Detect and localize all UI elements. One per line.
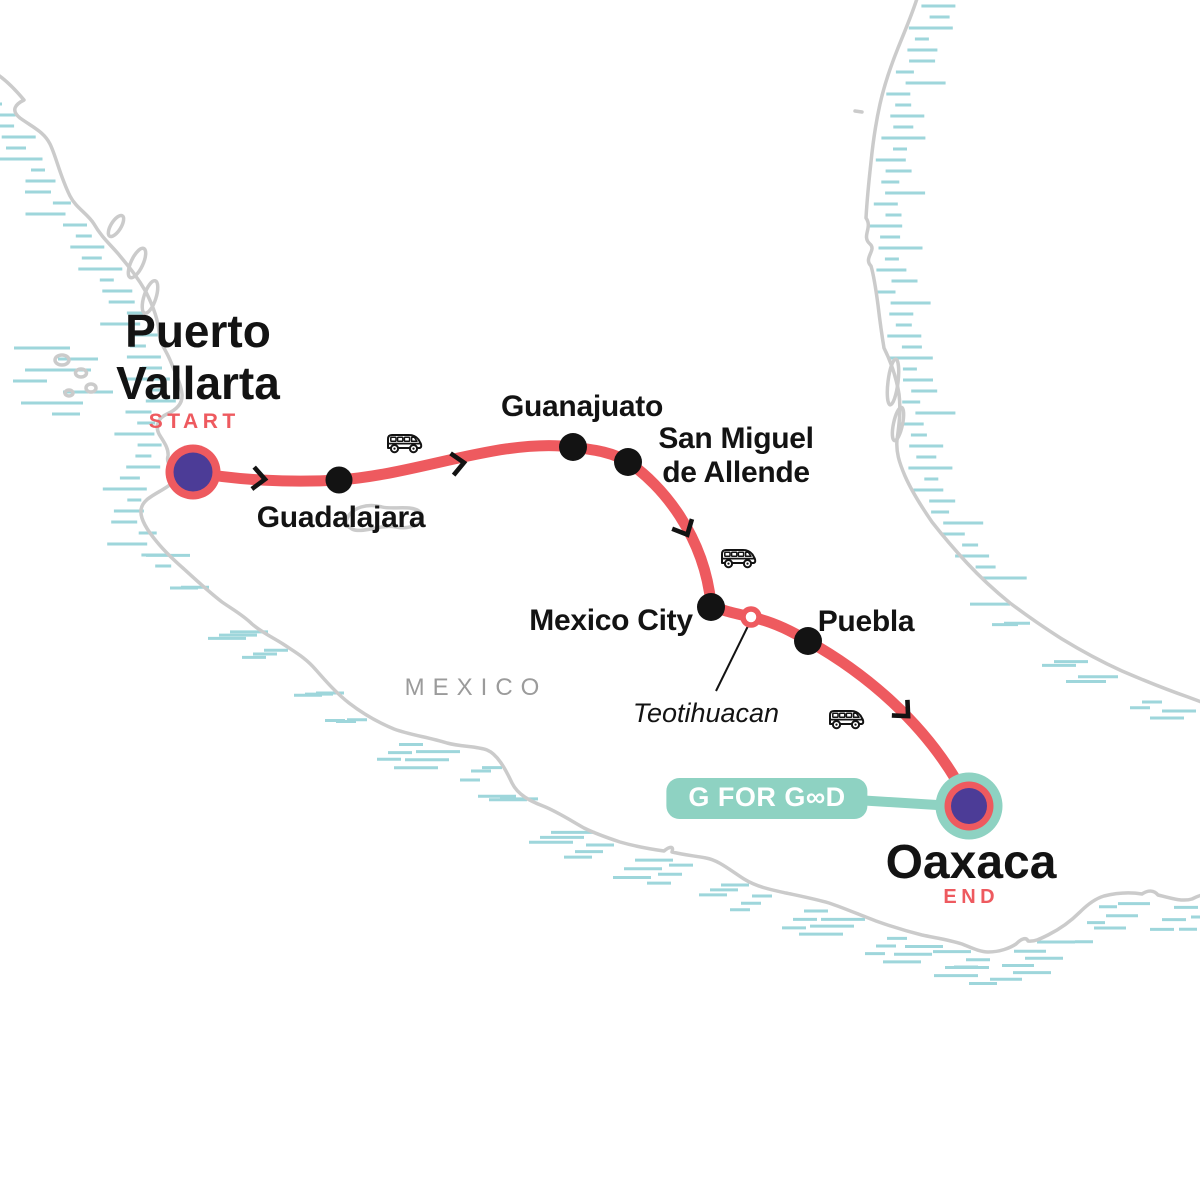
teotihuacan-callout-line bbox=[715, 625, 749, 692]
g-for-good-badge: G FOR G∞D bbox=[666, 778, 868, 819]
gulf-lagoon-island bbox=[885, 357, 901, 407]
label-mexico-city: Mexico City bbox=[529, 604, 693, 637]
label-san-miguel-de-allende: San Miguel de Allende bbox=[658, 422, 814, 489]
label-puerto-vallarta-line1: Puerto bbox=[125, 305, 271, 357]
stop-dot-guanajuato bbox=[559, 433, 587, 461]
label-country-mexico: MEXICO bbox=[404, 674, 548, 701]
stop-dot-guadalajara bbox=[325, 466, 353, 494]
label-teotihuacan: Teotihuacan bbox=[632, 698, 780, 728]
island bbox=[84, 382, 98, 394]
stop-dot-san-miguel-de-allende bbox=[614, 448, 642, 476]
label-san-miguel-line2: de Allende bbox=[662, 455, 810, 489]
route-direction-arrows bbox=[252, 452, 916, 724]
island bbox=[63, 388, 75, 398]
label-puebla: Puebla bbox=[817, 605, 915, 638]
stop-dot-puebla bbox=[794, 627, 822, 655]
gulf-coastline bbox=[864, 0, 1200, 704]
water-hatching bbox=[0, 4, 1200, 985]
gulf-lagoon-island bbox=[890, 405, 906, 443]
label-end: END bbox=[943, 886, 1000, 908]
label-oaxaca: Oaxaca bbox=[885, 836, 1057, 889]
lake-chapala-outline bbox=[344, 503, 424, 533]
barrier-island bbox=[126, 246, 148, 280]
coastlines bbox=[0, 0, 1200, 954]
label-guadalajara: Guadalajara bbox=[256, 501, 426, 534]
start-marker bbox=[165, 444, 221, 500]
island bbox=[53, 353, 71, 367]
label-start: START bbox=[148, 410, 240, 433]
label-guanajuato: Guanajuato bbox=[500, 390, 664, 423]
label-puerto-vallarta-line2: Vallarta bbox=[116, 356, 280, 409]
pacific-coastline bbox=[0, 74, 1200, 954]
bus-icon bbox=[721, 549, 757, 569]
bus-icon bbox=[387, 434, 423, 454]
label-puerto-vallarta: Puerto Vallarta bbox=[116, 305, 280, 409]
bus-icon bbox=[829, 710, 865, 730]
stop-dot-mexico-city bbox=[697, 593, 725, 621]
island bbox=[73, 367, 89, 379]
barrier-island bbox=[140, 278, 160, 316]
islet-mark bbox=[853, 109, 864, 114]
barrier-island bbox=[106, 213, 126, 239]
teotihuacan-marker bbox=[740, 606, 762, 628]
label-san-miguel-line1: San Miguel bbox=[658, 422, 814, 455]
end-marker bbox=[935, 772, 1003, 840]
